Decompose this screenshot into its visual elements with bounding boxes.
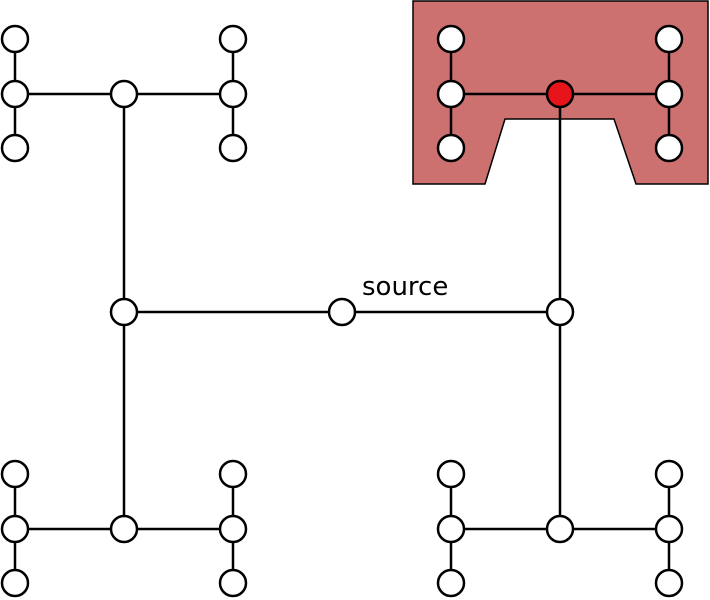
node-bottom-left-e [218, 514, 248, 544]
source-label: source [362, 272, 448, 302]
node-top-left-e-down [218, 133, 248, 163]
node-bottom-right-e [654, 514, 684, 544]
node-bottom-left-w [0, 514, 30, 544]
node-top-right-e-down [654, 133, 684, 163]
node-top-left-w-up [0, 24, 30, 54]
node-top-right-e-up [654, 24, 684, 54]
node-bottom-left-w-down [0, 568, 30, 598]
node-bottom-right-e-up [654, 459, 684, 489]
node-top-right-e [654, 79, 684, 109]
node-top-right-w [436, 79, 466, 109]
node-top-right-w-up [436, 24, 466, 54]
node-top-left-e [218, 79, 248, 109]
node-bottom-left-w-up [0, 459, 30, 489]
node-top-right-center-highlighted [545, 79, 575, 109]
node-right-hub [545, 297, 575, 327]
node-top-left-w-down [0, 133, 30, 163]
node-bottom-right-w-up [436, 459, 466, 489]
node-bottom-left-e-up [218, 459, 248, 489]
node-top-left-center [109, 79, 139, 109]
node-bottom-left-center [109, 514, 139, 544]
node-bottom-right-w [436, 514, 466, 544]
node-bottom-right-center [545, 514, 575, 544]
node-top-left-e-up [218, 24, 248, 54]
node-top-left-w [0, 79, 30, 109]
nodes [0, 24, 684, 598]
node-left-hub [109, 297, 139, 327]
node-top-right-w-down [436, 133, 466, 163]
node-bottom-left-e-down [218, 568, 248, 598]
node-source [327, 297, 357, 327]
node-bottom-right-e-down [654, 568, 684, 598]
node-bottom-right-w-down [436, 568, 466, 598]
